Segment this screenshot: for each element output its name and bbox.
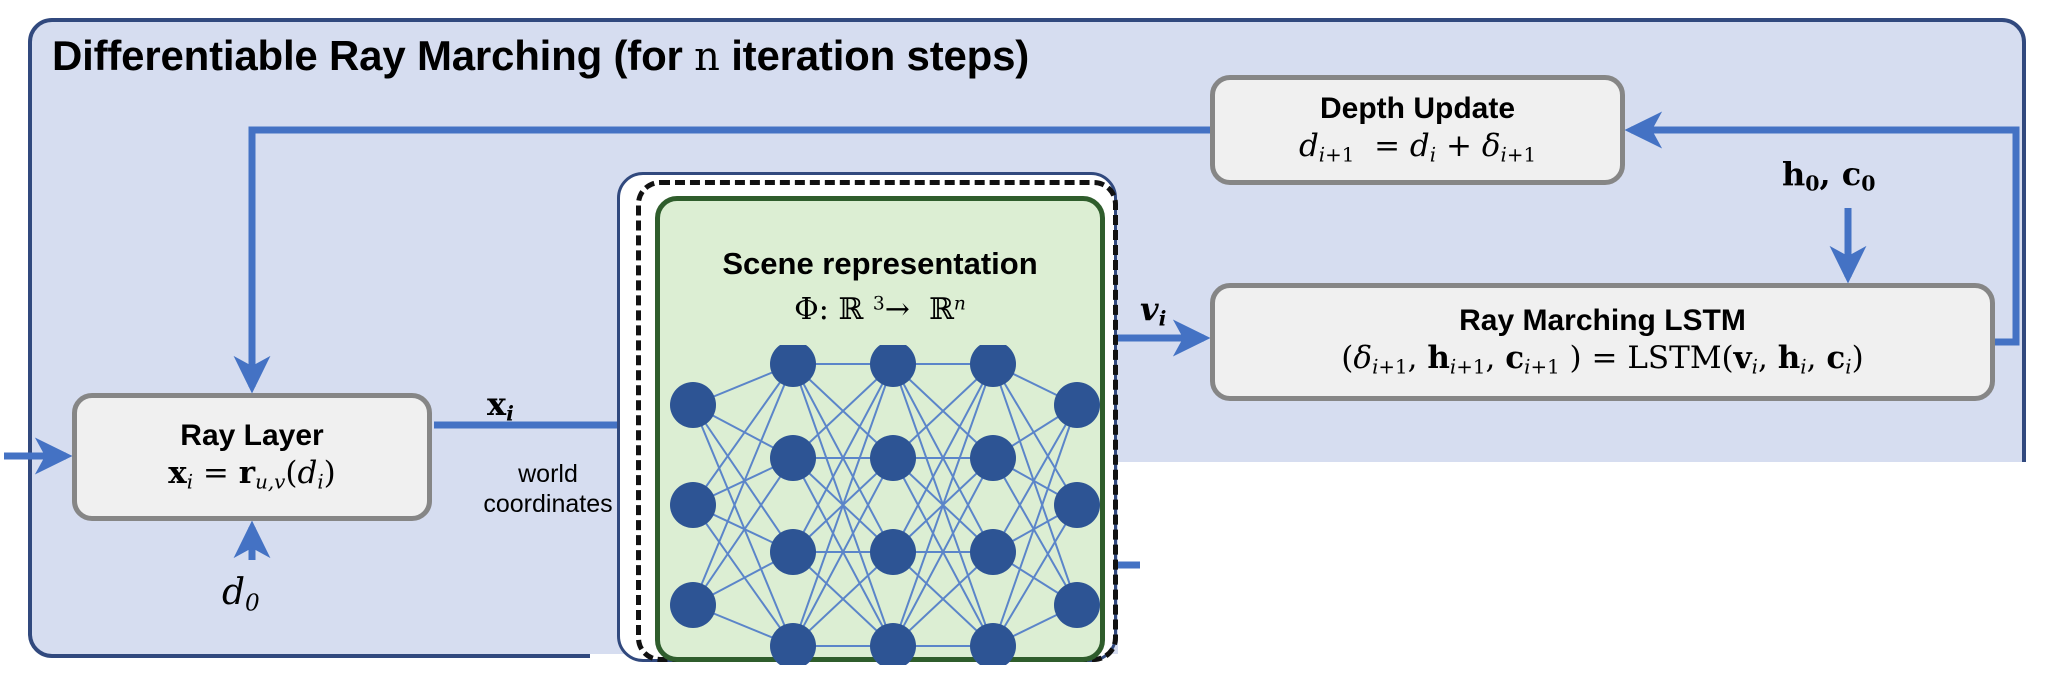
title-text-before: Differentiable Ray Marching (for (52, 32, 695, 79)
x-i-label: xi (487, 385, 514, 426)
network-node-1-2 (770, 529, 816, 575)
depth-update-title: Depth Update (1320, 92, 1515, 126)
network-node-1-1 (770, 435, 816, 481)
network-node-3-0 (970, 345, 1016, 387)
depth-update-box[interactable]: Depth Update di+1 = di + δi+1 (1210, 75, 1625, 185)
title-variable-n: n (694, 34, 720, 80)
ray-marching-lstm-box[interactable]: Ray Marching LSTM (δi+1, hi+1, ci+1 ) = … (1210, 283, 1995, 401)
ray-layer-equation: xi = ru,v(di) (168, 454, 336, 494)
network-node-0-2 (670, 582, 716, 628)
network-node-4-2 (1054, 582, 1100, 628)
title-text-after: iteration steps) (719, 32, 1030, 79)
depth-update-equation: di+1 = di + δi+1 (1298, 127, 1537, 167)
scene-representation-title: Scene representation (722, 246, 1038, 281)
d0-label: d0 (222, 572, 260, 617)
ray-layer-title: Ray Layer (180, 419, 324, 453)
network-node-2-2 (870, 529, 916, 575)
ray-layer-box[interactable]: Ray Layer xi = ru,v(di) (72, 393, 432, 521)
network-node-2-1 (870, 435, 916, 481)
ray-marching-lstm-equation: (δi+1, hi+1, ci+1 ) = LSTM(vi, hi, ci) (1341, 339, 1864, 379)
panel-notch-mask (1118, 462, 2030, 694)
ray-marching-lstm-title: Ray Marching LSTM (1459, 304, 1746, 338)
network-node-2-0 (870, 345, 916, 387)
scene-representation-equation: Φ: ℝ 3→ ℝn (794, 292, 966, 327)
diagram-title: Differentiable Ray Marching (for n itera… (52, 32, 1029, 80)
network-node-3-2 (970, 529, 1016, 575)
network-node-3-3 (970, 623, 1016, 665)
neural-network-graphic (670, 345, 1100, 665)
network-node-4-0 (1054, 382, 1100, 428)
network-node-1-3 (770, 623, 816, 665)
network-node-0-0 (670, 382, 716, 428)
network-node-1-0 (770, 345, 816, 387)
network-node-0-1 (670, 482, 716, 528)
network-node-3-1 (970, 435, 1016, 481)
network-node-2-3 (870, 623, 916, 665)
v-i-label: vi (1140, 290, 1167, 331)
network-node-4-1 (1054, 482, 1100, 528)
h0-c0-label: h0, c0 (1782, 155, 1876, 196)
